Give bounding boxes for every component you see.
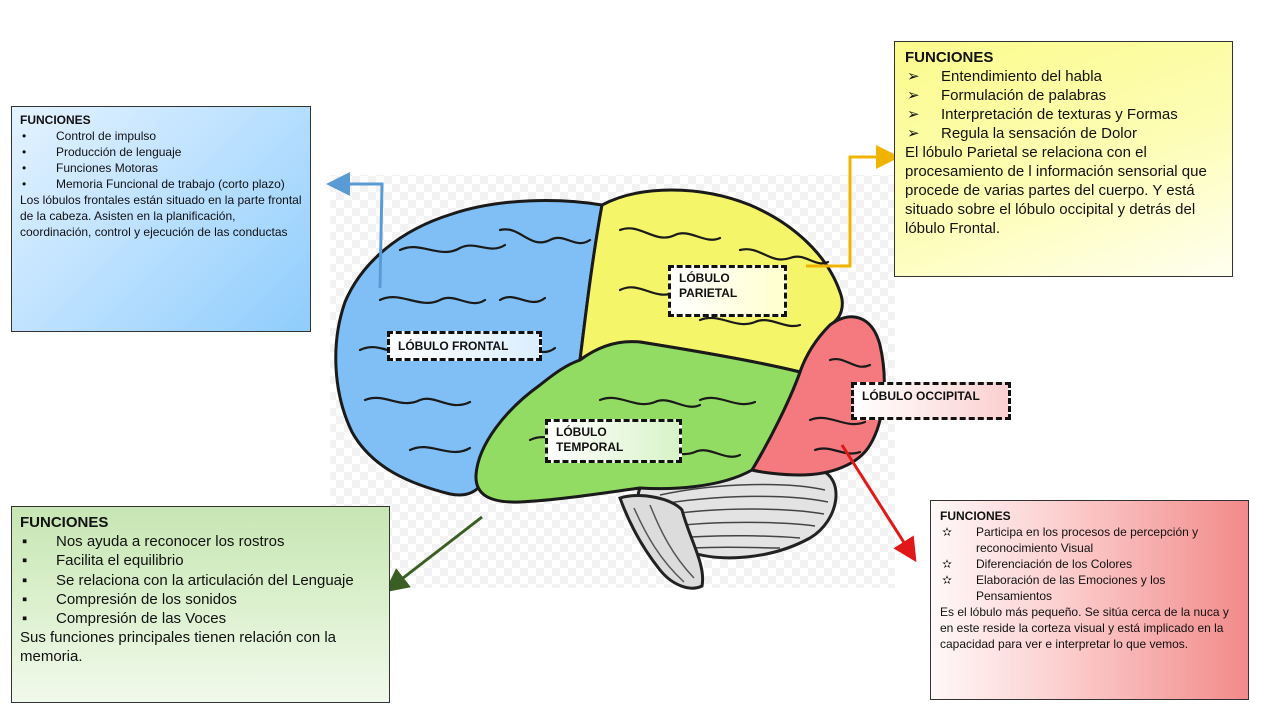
parietal-connector-arrow [806,145,900,268]
list-item: ▪ Facilita el equilibrio [20,551,381,570]
list-item: • Funciones Motoras [20,160,302,176]
arrowhead-bullet-icon: ➢ [907,106,920,123]
list-item: ✫ Elaboración de las Emociones y los Pens… [940,572,1239,604]
function-text: Formulación de palabras [941,87,1107,104]
panel-description: Es el lóbulo más pequeño. Se sitúa cerca… [940,605,1229,651]
list-item: ▪ Nos ayuda a reconocer los rostros [20,532,381,551]
frontal-connector-arrow [326,172,384,289]
function-list: ➢ Entendimiento del habla ➢ Formulación de… [905,67,1222,143]
function-list: ▪ Nos ayuda a reconocer los rostros ▪ Faci… [20,532,381,628]
brain-stem-lines [633,504,695,583]
list-item: ✫ Diferenciación de los Colores [940,556,1239,572]
star-bullet-icon: ✫ [942,573,953,587]
list-item: ▪ Compresión de las Voces [20,609,381,628]
square-bullet-icon: ▪ [22,610,28,628]
list-item: ➢ Regula la sensación de Dolor [905,124,1222,143]
occipital-connector-arrow [840,444,917,563]
function-text: Nos ayuda a reconocer los rostros [56,533,285,551]
list-item: • Producción de lenguaje [20,144,302,160]
brain-folds [358,227,872,458]
square-bullet-icon: ▪ [22,571,28,589]
panel-title: FUNCIONES [940,509,1011,523]
list-item: • Memoria Funcional de trabajo (corto pla… [20,176,302,192]
square-bullet-icon: ▪ [22,590,28,608]
list-item: ➢ Entendimiento del habla [905,67,1222,86]
function-text: Funciones Motoras [56,161,159,175]
list-item: ▪ Se relaciona con la articulación del Le… [20,571,381,590]
function-text: Diferenciación de los Colores [976,557,1133,571]
temporal-functions-panel: FUNCIONES ▪ Nos ayuda a reconocer los ros… [11,506,390,703]
function-text: Memoria Funcional de trabajo (corto plaz… [56,177,285,191]
star-bullet-icon: ✫ [942,557,953,571]
function-text: Regula la sensación de Dolor [941,125,1137,142]
star-bullet-icon: ✫ [942,525,953,539]
list-item: ➢ Interpretación de texturas y Formas [905,105,1222,124]
panel-title: FUNCIONES [905,49,994,66]
panel-title: FUNCIONES [20,113,91,127]
function-list: • Control de impulso • Producción de lengu… [20,128,302,192]
arrowhead-bullet-icon: ➢ [907,68,920,85]
temporal-connector-arrow [384,515,483,593]
list-item: • Control de impulso [20,128,302,144]
function-text: Control de impulso [56,129,157,143]
function-text: Elaboración de las Emociones y los Pensa… [976,573,1166,603]
panel-title: FUNCIONES [20,514,109,531]
parietal-lobe-label: LÓBULO PARIETAL [668,265,787,317]
panel-description: El lóbulo Parietal se relaciona con el p… [905,144,1207,237]
bullet-dot-icon: • [22,145,27,159]
function-text: Compresión de las Voces [56,610,227,628]
function-text: Se relaciona con la articulación del Len… [56,571,354,589]
frontal-functions-panel: FUNCIONES • Control de impulso • Producció… [11,106,311,332]
occipital-lobe-label: LÓBULO OCCIPITAL [851,382,1011,420]
function-text: Participa en los procesos de percepción … [976,525,1199,555]
frontal-lobe-label: LÓBULO FRONTAL [387,331,542,361]
bullet-dot-icon: • [22,161,27,175]
function-list: ✫ Participa en los procesos de percepción… [940,524,1239,604]
arrowhead-bullet-icon: ➢ [907,125,920,142]
temporal-lobe-label: LÓBULO TEMPORAL [545,419,682,463]
square-bullet-icon: ▪ [22,533,28,551]
bullet-dot-icon: • [22,129,27,143]
list-item: ▪ Compresión de los sonidos [20,590,381,609]
panel-description: Sus funciones principales tienen relació… [20,629,337,666]
square-bullet-icon: ▪ [22,552,28,570]
function-text: Compresión de los sonidos [56,590,237,608]
function-text: Entendimiento del habla [941,68,1102,85]
bullet-dot-icon: • [22,177,27,191]
arrowhead-bullet-icon: ➢ [907,87,920,104]
function-text: Producción de lenguaje [56,145,182,159]
panel-description: Los lóbulos frontales están situado en l… [20,193,302,239]
occipital-functions-panel: FUNCIONES ✫ Participa en los procesos de … [930,500,1249,700]
function-text: Interpretación de texturas y Formas [941,106,1178,123]
parietal-functions-panel: FUNCIONES ➢ Entendimiento del habla ➢ Form… [894,41,1233,277]
list-item: ✫ Participa en los procesos de percepción… [940,524,1239,556]
list-item: ➢ Formulación de palabras [905,86,1222,105]
function-text: Facilita el equilibrio [56,552,184,570]
